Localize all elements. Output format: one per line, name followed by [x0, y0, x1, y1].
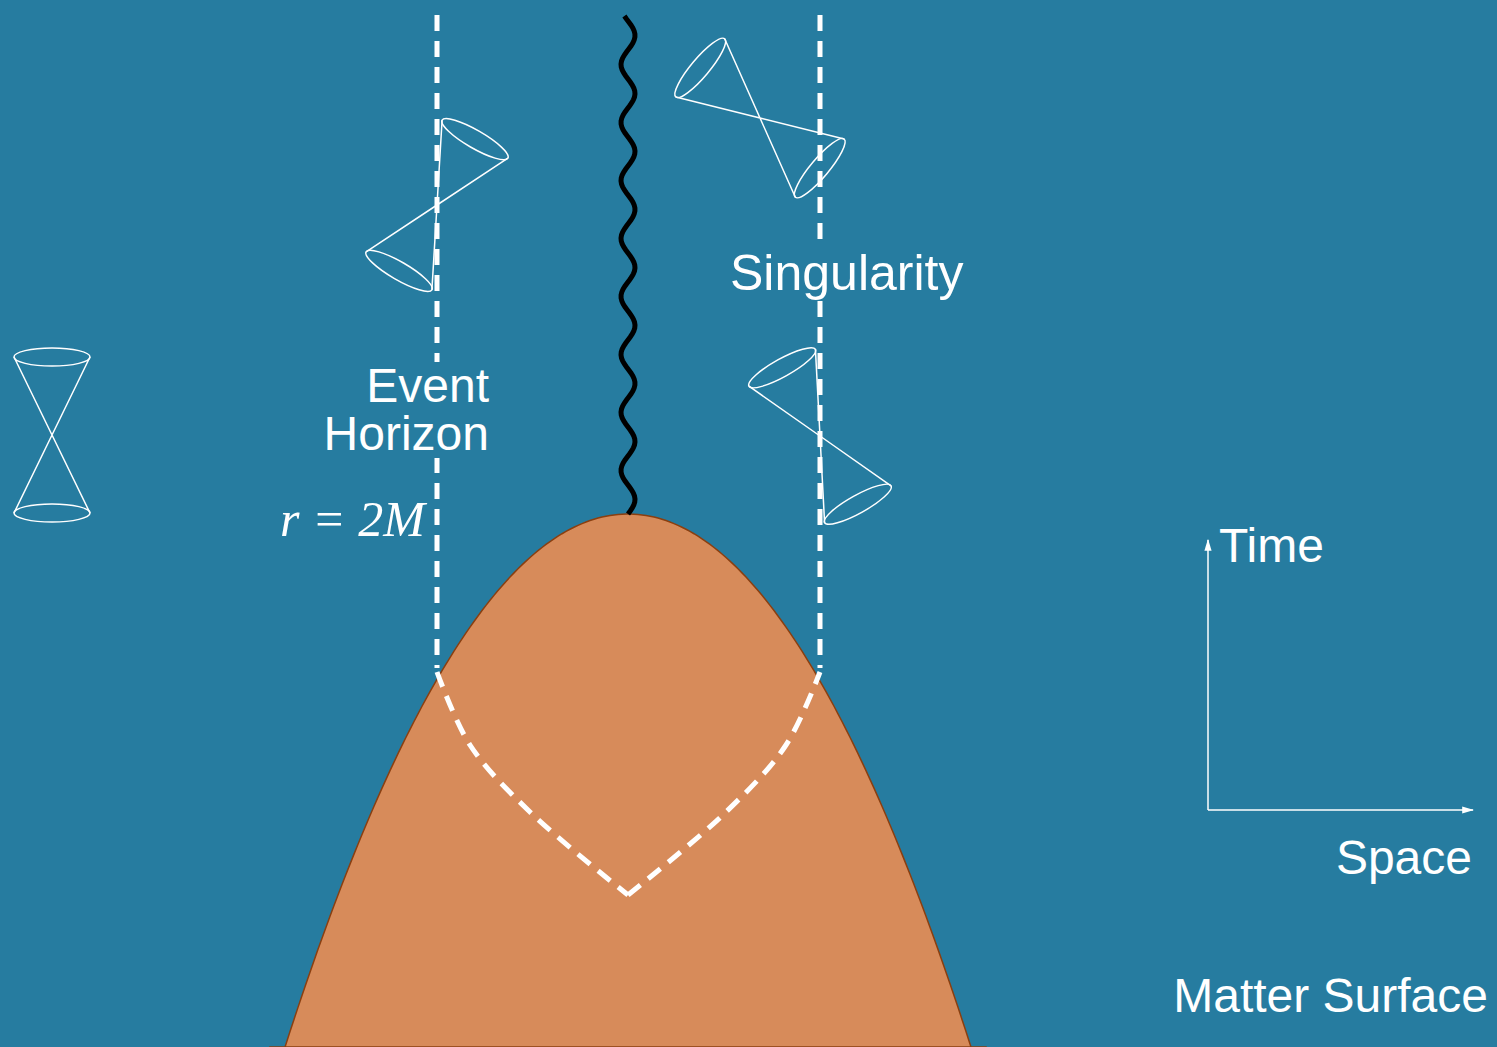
- light-cone: [14, 348, 90, 522]
- light-cone: [669, 33, 851, 203]
- space-axis: [1208, 809, 1473, 811]
- matter-surface-label: Matter Surface: [1170, 972, 1491, 1020]
- space-axis-label: Space: [1333, 834, 1475, 882]
- event-horizon-line: [818, 15, 823, 668]
- cone-side: [366, 186, 470, 290]
- horizon-radius: r = 2M: [277, 494, 428, 544]
- light-cone: [362, 112, 513, 297]
- cone-rim: [745, 341, 820, 394]
- time-axis-label: Time: [1216, 522, 1327, 570]
- event-horizon-line: [435, 15, 440, 668]
- cone-side: [787, 418, 891, 523]
- horizon-label: Event Horizon: [281, 362, 492, 458]
- cone-rim: [820, 478, 895, 531]
- singularity-label: Singularity: [727, 248, 966, 298]
- cone-rim: [14, 348, 90, 366]
- cone-rim: [438, 112, 513, 166]
- collapsing-matter: [270, 514, 986, 1047]
- time-axis: [1207, 540, 1209, 810]
- cone-rim: [788, 133, 851, 203]
- cone-rim: [669, 33, 732, 103]
- singularity-line: [621, 16, 635, 514]
- cone-rim: [362, 244, 437, 298]
- cone-side: [14, 435, 90, 513]
- cone-side: [676, 39, 785, 147]
- light-cone: [745, 341, 896, 530]
- horizon-inside-matter: [437, 672, 820, 895]
- cone-rim: [14, 504, 90, 522]
- cone-side: [404, 120, 508, 224]
- cone-side: [14, 357, 90, 435]
- cone-side: [736, 89, 845, 197]
- cone-side: [749, 349, 853, 454]
